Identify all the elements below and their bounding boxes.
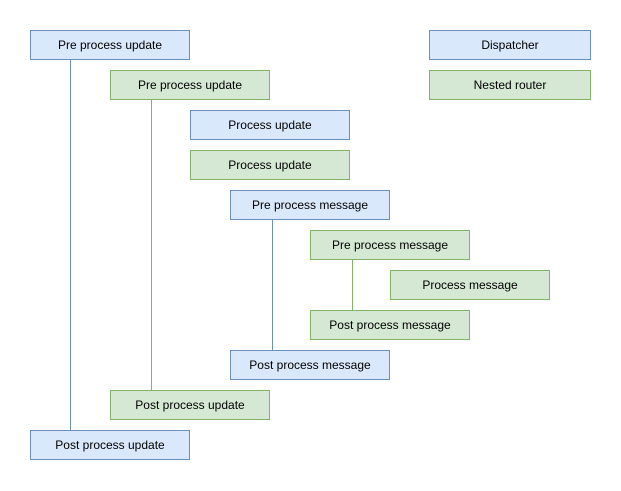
node-label: Pre process update [57, 38, 163, 52]
node-post-process-message-nested-router[interactable]: Post process message [310, 310, 470, 340]
node-post-process-update-dispatcher[interactable]: Post process update [30, 430, 190, 460]
node-pre-process-message-dispatcher[interactable]: Pre process message [230, 190, 390, 220]
node-process-update-nested-router[interactable]: Process update [190, 150, 350, 180]
node-label: Pre process update [137, 78, 243, 92]
node-post-process-message-dispatcher[interactable]: Post process message [230, 350, 390, 380]
node-pre-process-update-nested-router[interactable]: Pre process update [110, 70, 270, 100]
node-post-process-update-nested-router[interactable]: Post process update [110, 390, 270, 420]
router-outer-spine [151, 100, 152, 390]
router-inner-spine [352, 260, 353, 310]
node-label: Pre process message [251, 198, 369, 212]
legend-item-label: Nested router [473, 78, 547, 92]
dispatcher-inner-spine [272, 220, 273, 350]
node-pre-process-update-dispatcher[interactable]: Pre process update [30, 30, 190, 60]
node-process-message-nested-router[interactable]: Process message [390, 270, 550, 300]
node-label: Post process update [135, 398, 245, 412]
node-label: Process update [228, 118, 312, 132]
legend-item-nested-router[interactable]: Nested router [429, 70, 591, 100]
node-label: Pre process message [331, 238, 449, 252]
node-pre-process-message-nested-router[interactable]: Pre process message [310, 230, 470, 260]
node-label: Process update [228, 158, 312, 172]
legend-item-dispatcher[interactable]: Dispatcher [429, 30, 591, 60]
dispatcher-outer-spine [70, 60, 71, 430]
node-label: Post process message [329, 318, 451, 332]
node-label: Post process update [55, 438, 165, 452]
node-label: Process message [422, 278, 518, 292]
node-label: Post process message [249, 358, 371, 372]
node-process-update-dispatcher[interactable]: Process update [190, 110, 350, 140]
legend-item-label: Dispatcher [481, 38, 539, 52]
